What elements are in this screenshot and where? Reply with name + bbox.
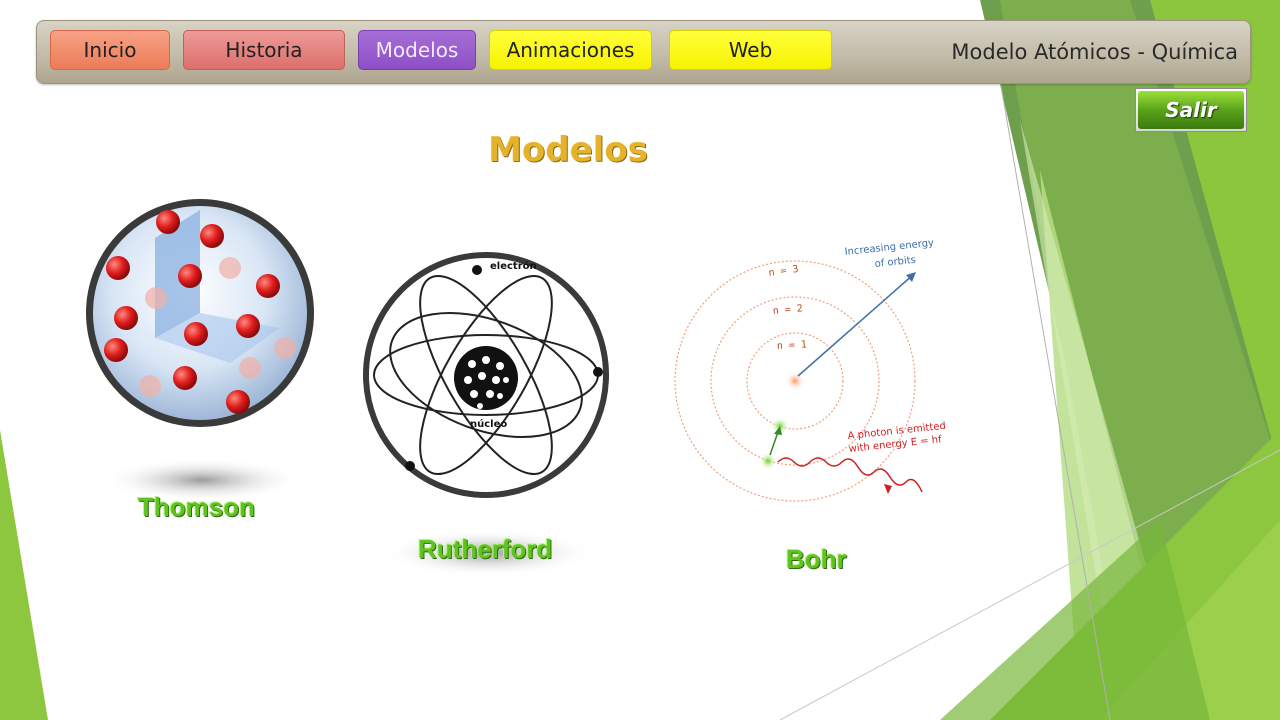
bohr-label: Bohr (786, 544, 847, 574)
tab-modelos[interactable]: Modelos (358, 30, 476, 70)
top-navigation-bar: Inicio Historia Modelos Animaciones Web … (36, 20, 1251, 84)
energy-note-line2: of orbits (874, 255, 916, 270)
salir-button-label: Salir (1138, 91, 1244, 129)
nucleus-label: núcleo (470, 418, 507, 430)
tab-inicio[interactable]: Inicio (50, 30, 170, 70)
orbit-label-n1: n = 1 (777, 339, 808, 352)
rutherford-label: Rutherford (418, 534, 553, 564)
rutherford-model-image: electrón núcleo (363, 252, 609, 577)
tab-web[interactable]: Web (669, 30, 832, 70)
salir-button[interactable]: Salir (1135, 88, 1247, 132)
page-title: Modelos (488, 130, 648, 170)
thomson-label: Thomson (138, 492, 255, 522)
orbit-label-n3: n = 3 (768, 264, 799, 279)
tab-historia[interactable]: Historia (183, 30, 345, 70)
bohr-model-image: n = 3 n = 2 n = 1 Increasing energy of o… (674, 238, 946, 502)
electron-label: electrón (490, 260, 537, 272)
orbit-label-n2: n = 2 (772, 303, 803, 317)
tab-animaciones[interactable]: Animaciones (489, 30, 652, 70)
site-title: Modelo Atómicos - Química (951, 40, 1238, 64)
energy-note-line1: Increasing energy (844, 238, 934, 258)
thomson-model-image (86, 199, 314, 498)
